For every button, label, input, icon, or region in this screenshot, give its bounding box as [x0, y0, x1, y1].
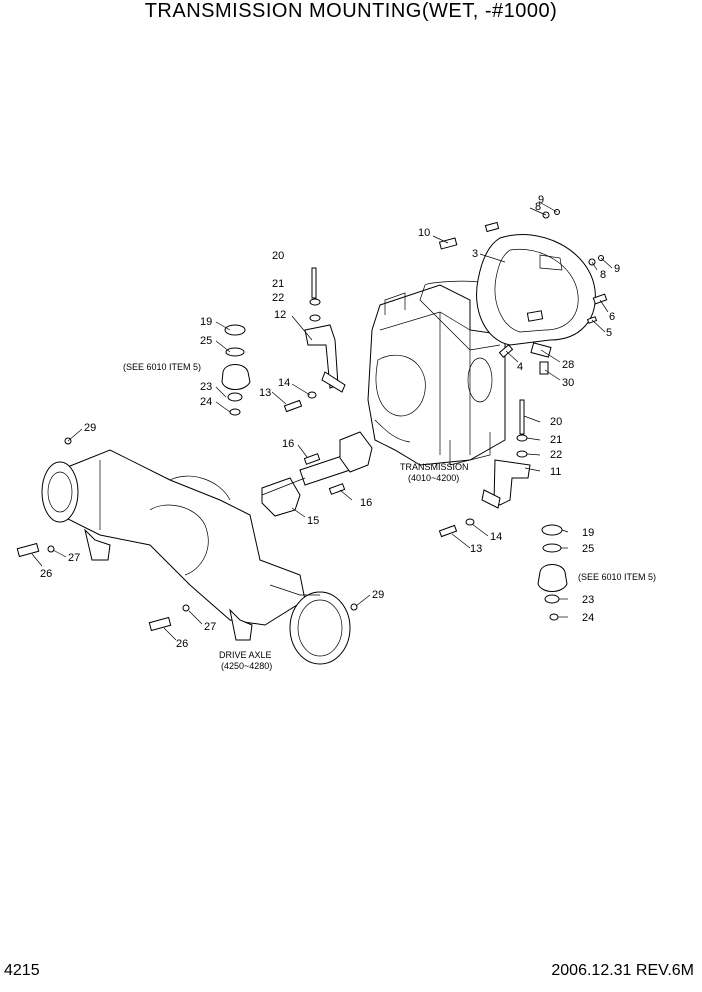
callout-28: 28 [562, 359, 574, 371]
callout-16: 16 [282, 438, 294, 450]
callout-21: 21 [272, 278, 284, 290]
callout-11: 11 [550, 466, 561, 478]
upper-mount-bracket [221, 267, 346, 416]
callout-23: 23 [582, 594, 594, 606]
callout-4: 4 [517, 361, 523, 373]
callout-9: 9 [538, 194, 544, 206]
drive-axle-range: (4250~4280) [221, 661, 272, 671]
see-reference-note: (SEE 6010 ITEM 5) [578, 572, 656, 582]
callout-9: 9 [614, 263, 620, 275]
callout-23: 23 [200, 381, 212, 393]
callout-29: 29 [84, 422, 96, 434]
callout-25: 25 [582, 543, 594, 555]
page-number: 4215 [4, 962, 40, 979]
callout-10: 10 [418, 227, 430, 239]
transmission-range: (4010~4200) [408, 473, 459, 483]
page-title: TRANSMISSION MOUNTING(WET, -#1000) [144, 0, 558, 22]
callout-24: 24 [582, 612, 594, 624]
callout-26: 26 [176, 638, 188, 650]
drive-axle-name: DRIVE AXLE [219, 650, 272, 660]
callout-8: 8 [535, 201, 541, 213]
callout-13: 13 [470, 543, 482, 555]
callout-29: 29 [372, 589, 384, 601]
callout-14: 14 [490, 531, 502, 543]
callout-5: 5 [606, 327, 612, 339]
transmission-housing [367, 284, 506, 466]
callout-27: 27 [68, 552, 80, 564]
callout-16: 16 [360, 497, 372, 509]
drive-axle [16, 437, 358, 665]
callout-20: 20 [272, 250, 284, 262]
callout-labels: 8 9 10 3 8 9 6 5 4 28 30 20 21 22 12 19 … [40, 194, 656, 671]
callout-13: 13 [259, 387, 271, 399]
callout-22: 22 [550, 449, 562, 461]
transmission-name: TRANSMISSION [400, 462, 469, 472]
leader-lines [31, 202, 613, 641]
callout-6: 6 [609, 311, 615, 323]
callout-19: 19 [200, 316, 212, 328]
callout-21: 21 [550, 434, 562, 446]
callout-25: 25 [200, 335, 212, 347]
callout-15: 15 [307, 515, 319, 527]
callout-30: 30 [562, 377, 574, 389]
bell-housing [419, 234, 596, 351]
callout-26: 26 [40, 568, 52, 580]
callout-22: 22 [272, 292, 284, 304]
callout-19: 19 [582, 527, 594, 539]
callout-8: 8 [600, 269, 606, 281]
propeller-shaft [261, 431, 373, 517]
see-reference-note: (SEE 6010 ITEM 5) [123, 362, 201, 372]
callout-24: 24 [200, 396, 212, 408]
callout-14: 14 [278, 377, 290, 389]
callout-27: 27 [204, 621, 216, 633]
callout-20: 20 [550, 416, 562, 428]
revision-date: 2006.12.31 REV.6M [551, 962, 694, 979]
lower-mount-bracket [438, 399, 568, 621]
callout-3: 3 [472, 248, 478, 260]
callout-12: 12 [274, 309, 286, 321]
